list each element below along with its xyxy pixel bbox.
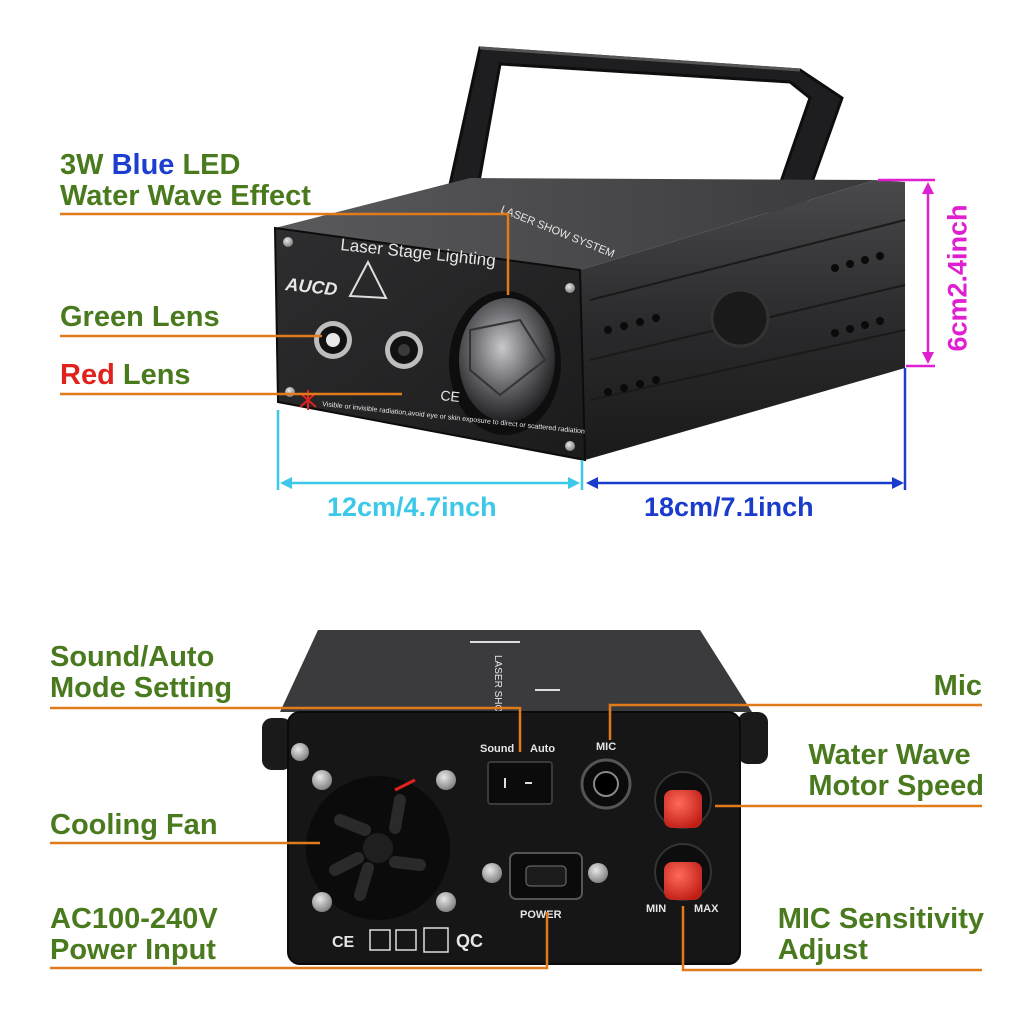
dimension-depth xyxy=(586,368,907,490)
height-dimension-label: 6cm2.4inch xyxy=(942,204,973,352)
min-print: MIN xyxy=(646,903,666,915)
blue-led-label: 3W Blue LED Water Wave Effect xyxy=(60,149,311,212)
blue-led-dome xyxy=(449,291,561,435)
motor-speed-knob xyxy=(654,771,712,829)
red-lens xyxy=(385,331,423,369)
mic-print: MIC xyxy=(596,741,616,753)
top-device: Laser Stage Lighting AUCD CE Visible or … xyxy=(273,46,906,462)
max-print: MAX xyxy=(694,903,719,915)
red-lens-label: Red Lens xyxy=(60,359,191,391)
cooling-fan-label: Cooling Fan xyxy=(50,809,218,841)
rear-top-print: LASER SHOW SYSTEM xyxy=(492,655,503,766)
ce-mark: CE xyxy=(440,387,461,405)
rear-ce-mark: CE xyxy=(332,934,355,951)
laser-warning-icon xyxy=(348,259,388,300)
mode-switch xyxy=(487,761,553,805)
qc-mark: QC xyxy=(456,931,483,951)
width-dimension-label: 12cm/4.7inch xyxy=(327,492,497,522)
callout-lines xyxy=(50,212,982,972)
switch-auto-label: Auto xyxy=(530,743,555,755)
mic-sensitivity-knob xyxy=(654,843,712,901)
bottom-device: LASER SHOW SYSTEM Sound xyxy=(262,630,768,965)
vent-holes xyxy=(604,252,884,396)
cooling-fan xyxy=(306,776,450,920)
sound-auto-label: Sound/Auto Mode Setting xyxy=(50,641,233,704)
dimension-height xyxy=(878,178,935,368)
depth-dimension-label: 18cm/7.1inch xyxy=(644,492,814,522)
bracket-knob xyxy=(710,288,770,348)
rear-screws xyxy=(291,743,608,912)
switch-sound-label: Sound xyxy=(480,743,514,755)
power-print: POWER xyxy=(520,909,562,921)
dimension-width xyxy=(276,410,584,490)
water-wave-motor-label: Water Wave Motor Speed xyxy=(808,739,984,802)
mic-sensitivity-label: MIC Sensitivity Adjust xyxy=(777,903,984,966)
ac-power-label: AC100-240V Power Input xyxy=(50,903,218,966)
mic-label: Mic xyxy=(933,670,982,702)
green-lens xyxy=(314,321,352,359)
green-lens-label: Green Lens xyxy=(60,301,220,333)
